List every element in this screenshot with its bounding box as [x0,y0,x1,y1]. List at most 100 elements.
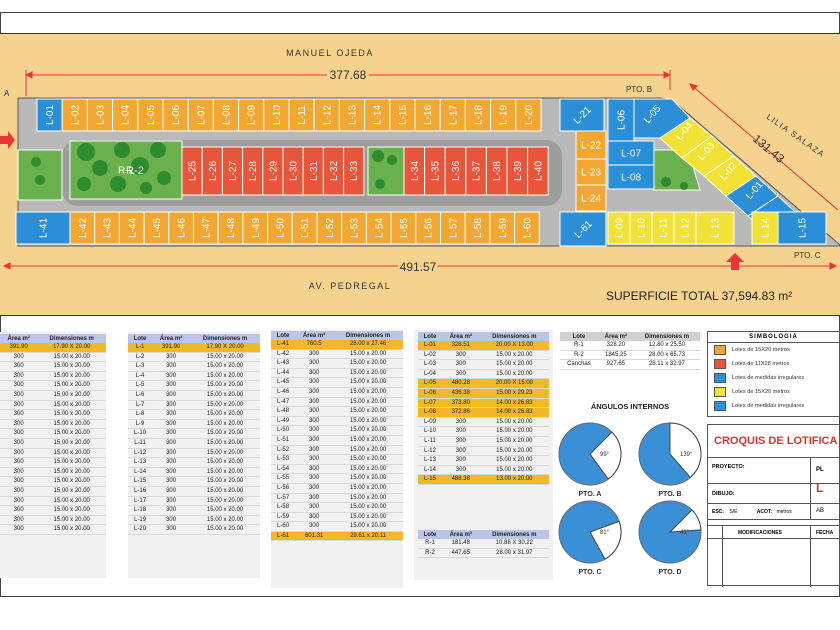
lot-top-l-10[interactable]: L-10 [263,98,290,132]
lot-bottom-l-43[interactable]: L-43 [94,211,120,245]
lot-inner-l-27[interactable]: L-27 [221,146,244,196]
lot-bottom-l-50[interactable]: L-50 [267,211,293,245]
lot-bottom-l-53[interactable]: L-53 [341,211,367,245]
lot-label: L-32 [329,161,340,181]
acot-value: metros [776,509,792,515]
lot-bottom-l-47[interactable]: L-47 [193,211,219,245]
lot-bottom-l-41[interactable]: L-41 [15,211,71,245]
lot-inner-l-26[interactable]: L-26 [201,146,223,196]
lot-inner-l-37[interactable]: L-37 [465,146,487,196]
lot-top-l-08[interactable]: L-08 [212,98,240,132]
lot-east-l-22[interactable]: L-22 [575,130,607,160]
lot-inner-l-28[interactable]: L-28 [242,146,264,196]
lot-top-l-19[interactable]: L-19 [490,98,517,132]
lot-bottom-l-56[interactable]: L-56 [415,211,441,245]
lot-e-l-06[interactable]: L-06 [607,98,635,142]
lot-eb-l-11[interactable]: L-11 [651,211,675,245]
lot-eb-l-14[interactable]: L-14 [751,211,779,245]
lot-inner-l-31[interactable]: L-31 [302,146,324,196]
lot-bottom-l-42[interactable]: L-42 [69,211,96,245]
angle-value: 139° [680,452,693,458]
tree-icon [114,142,130,158]
table-cell: 300 [295,512,334,523]
lot-eb-l-15[interactable]: L-15 [777,211,827,245]
table-cell: 15.00 x 20.00 [37,505,106,516]
lot-bottom-l-46[interactable]: L-46 [168,211,195,245]
table-cell: 15.00 x 20.00 [333,358,403,369]
lot-eb-l-10[interactable]: L-10 [629,211,653,245]
lot-label: L-11 [659,218,670,238]
table-cell: 15.00 x 20.00 [479,350,549,361]
lot-label: L-36 [451,161,462,181]
lot-inner-l-30[interactable]: L-30 [282,146,304,196]
lot-inner-l-36[interactable]: L-36 [444,146,467,196]
lot-top-l-05[interactable]: L-05 [137,98,164,132]
lot-inner-l-33[interactable]: L-33 [343,146,365,196]
table-cell: 300 [0,428,38,439]
lot-bottom-l-59[interactable]: L-59 [489,211,516,245]
lot-bottom-l-60[interactable]: L-60 [514,211,540,245]
lot-east-l-61[interactable]: L-61 [559,211,607,247]
lot-top-l-07[interactable]: L-07 [187,98,214,132]
table-cell: 300 [152,390,191,401]
tree-icon [131,157,149,175]
table-cell: L-53 [271,454,296,465]
lot-bottom-l-48[interactable]: L-48 [217,211,244,245]
lot-top-l-16[interactable]: L-16 [414,98,441,132]
lot-bottom-l-55[interactable]: L-55 [390,211,417,245]
lot-eb-l-12[interactable]: L-12 [673,211,697,245]
lot-top-l-14[interactable]: L-14 [364,98,391,132]
table-cell: 300 [152,409,191,420]
lot-top-l-15[interactable]: L-15 [389,98,416,132]
lot-inner-l-35[interactable]: L-35 [424,146,446,196]
lot-top-l-01[interactable]: L-01 [36,98,63,132]
lot-top-l-13[interactable]: L-13 [338,98,366,132]
lot-bottom-l-52[interactable]: L-52 [316,211,343,245]
table-cell: L-20 [128,524,153,535]
lot-east-l-24[interactable]: L-24 [575,184,607,212]
lot-label: L-56 [424,218,435,238]
lot-top-l-09[interactable]: L-09 [238,98,265,132]
lot-bottom-l-44[interactable]: L-44 [118,211,145,245]
lot-top-l-12[interactable]: L-12 [313,98,340,132]
table-cell: 181.48 [441,539,480,549]
lot-eb-l-13[interactable]: L-13 [695,211,735,245]
lot-eb-l-09[interactable]: L-09 [607,211,631,245]
lot-top-l-20[interactable]: L-20 [515,98,542,132]
lot-top-l-02[interactable]: L-02 [61,98,88,132]
mod-label: MODIFICACIONES [738,530,782,536]
lot-bottom-l-49[interactable]: L-49 [242,211,269,245]
lot-bottom-l-57[interactable]: L-57 [440,211,466,245]
tree-icon [680,182,688,190]
lot-inner-l-32[interactable]: L-32 [322,146,345,196]
lot-inner-l-39[interactable]: L-39 [506,146,529,196]
lot-label: L-23 [581,168,601,179]
table-cell: 29.61 x 20.11 [333,531,403,542]
lot-inner-l-38[interactable]: L-38 [485,146,508,196]
lot-bottom-l-54[interactable]: L-54 [365,211,392,245]
lot-top-l-03[interactable]: L-03 [86,98,114,132]
lot-east-l-23[interactable]: L-23 [575,158,607,186]
lot-bottom-l-51[interactable]: L-51 [291,211,318,245]
lot-e-l-07[interactable]: L-07 [607,140,655,166]
lot-inner-l-34[interactable]: L-34 [403,146,426,196]
lot-bottom-l-45[interactable]: L-45 [143,211,170,245]
lot-top-l-11[interactable]: L-11 [288,98,315,132]
angle-value: 81° [600,530,610,536]
table-cell: 15.00 x 20.00 [333,435,403,446]
lot-east-l-21[interactable]: L-21 [559,98,605,132]
lot-inner-l-40[interactable]: L-40 [527,146,549,196]
lot-top-l-17[interactable]: L-17 [439,98,466,132]
lot-top-l-06[interactable]: L-06 [162,98,189,132]
lot-top-l-18[interactable]: L-18 [464,98,492,132]
legend-swatch [714,359,726,369]
table-cell: 15.00 x 20.00 [37,438,106,449]
lot-e-l-08[interactable]: L-08 [607,164,655,190]
lot-inner-l-29[interactable]: L-29 [262,146,284,196]
lot-top-l-04[interactable]: L-04 [112,98,139,132]
lot-bottom-l-58[interactable]: L-58 [464,211,491,245]
lot-inner-l-25[interactable]: L-25 [181,146,203,196]
